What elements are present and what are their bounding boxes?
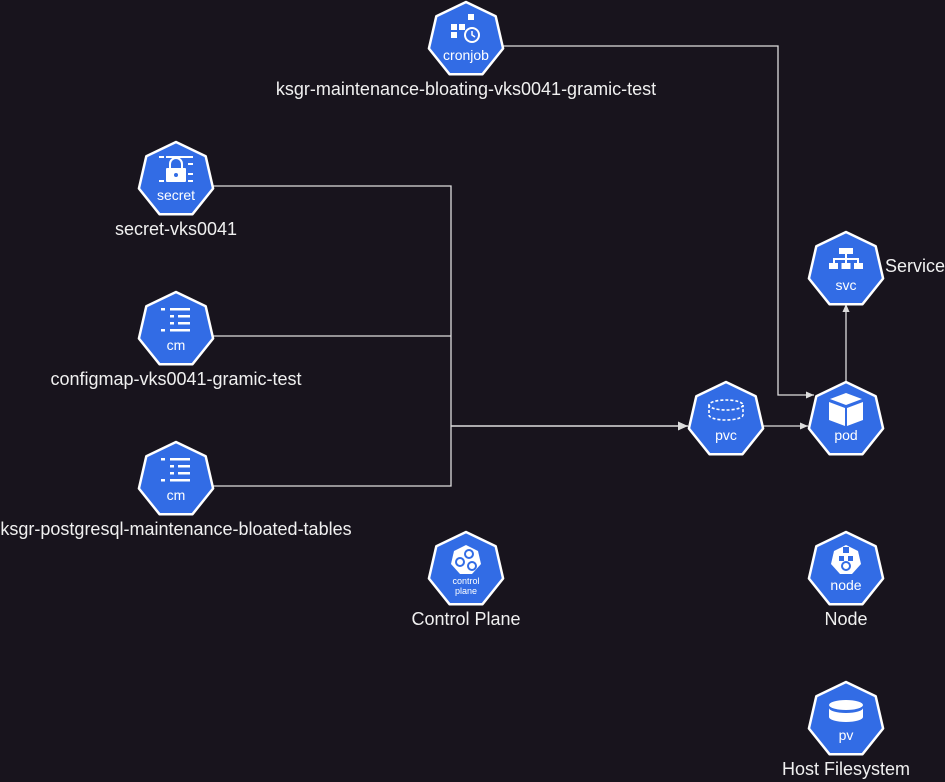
secret-label: secret-vks0041 [114, 219, 238, 239]
configmap-1-kind: cm [167, 337, 186, 353]
pv-icon [829, 700, 863, 722]
node-node[interactable]: node [807, 530, 885, 606]
pod-kind: pod [834, 427, 857, 443]
pvc-node[interactable]: pvc [687, 380, 765, 456]
configmap-1-node[interactable]: cm [137, 290, 215, 366]
service-icon [829, 248, 863, 269]
configmap-1-label: configmap-vks0041-gramic-test [50, 369, 302, 389]
pvc-kind: pvc [715, 427, 737, 443]
pod-icon [829, 393, 863, 426]
pvc-icon [708, 399, 744, 421]
edge-cronjob-to-pod [502, 45, 814, 399]
control-plane-icon [451, 545, 481, 574]
edge-configmap-2-to-pvc [212, 426, 452, 487]
control-plane-label: Control Plane [411, 609, 521, 629]
secret-node[interactable]: secret [137, 140, 215, 216]
configmap-icon [161, 458, 190, 482]
service-label: Service [885, 256, 945, 276]
pv-node[interactable]: pv [807, 680, 885, 756]
edge-secret-to-pvc [212, 185, 452, 426]
node-icon [831, 545, 861, 574]
configmap-2-kind: cm [167, 487, 186, 503]
cronjob-label: ksgr-maintenance-bloating-vks0041-gramic… [275, 79, 657, 99]
control-plane-node[interactable]: control plane [427, 530, 505, 606]
configmap-icon [161, 308, 190, 332]
node-kind: node [830, 577, 861, 593]
secret-kind: secret [157, 187, 195, 203]
configmap-2-label: ksgr-postgresql-maintenance-bloated-tabl… [0, 519, 352, 539]
pv-label: Host Filesystem [781, 759, 911, 779]
service-kind: svc [836, 277, 857, 293]
node-label: Node [824, 609, 868, 629]
pod-node[interactable]: pod [807, 380, 885, 456]
configmap-2-node[interactable]: cm [137, 440, 215, 516]
control-plane-kind-line2: plane [455, 586, 477, 596]
secret-icon [159, 156, 193, 182]
cronjob-kind: cronjob [443, 47, 489, 63]
service-node[interactable]: svc [807, 230, 885, 306]
cronjob-icon [451, 14, 480, 43]
pv-kind: pv [839, 727, 854, 743]
cronjob-node[interactable]: cronjob [427, 0, 505, 76]
control-plane-kind-line1: control [452, 576, 479, 586]
